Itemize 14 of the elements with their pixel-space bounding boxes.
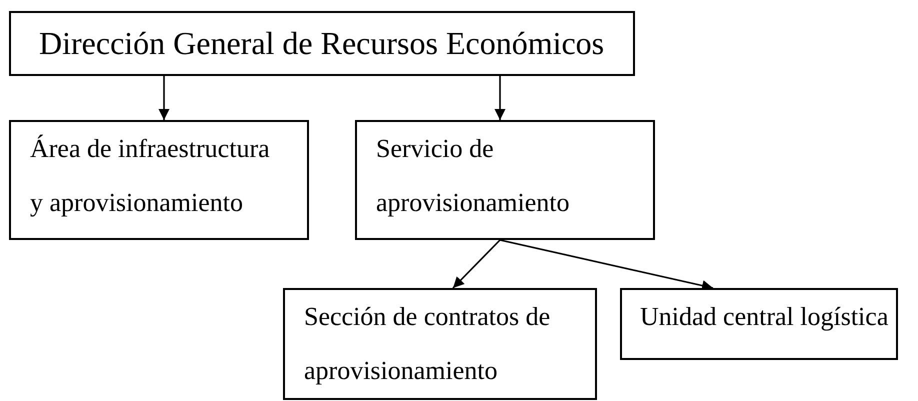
arrow — [452, 239, 501, 289]
org-unit-box — [620, 288, 898, 360]
org-unit-box — [355, 120, 655, 240]
unit-name: Área de infraestructura y aprovisionamiento — [30, 133, 271, 219]
unit-name: Dirección General de Recursos Económicos — [39, 24, 606, 63]
org-unit-box — [9, 120, 309, 240]
arrow — [494, 76, 506, 120]
unit-name: Unidad central logística — [640, 301, 890, 333]
unit-name: Sección de contratos de aprovisionamiento — [304, 301, 552, 387]
org-unit-box — [9, 11, 635, 76]
arrow — [158, 76, 170, 120]
arrow — [500, 239, 714, 291]
org-unit-box — [283, 288, 597, 400]
unit-name: Servicio de aprovisionamiento — [376, 133, 571, 219]
